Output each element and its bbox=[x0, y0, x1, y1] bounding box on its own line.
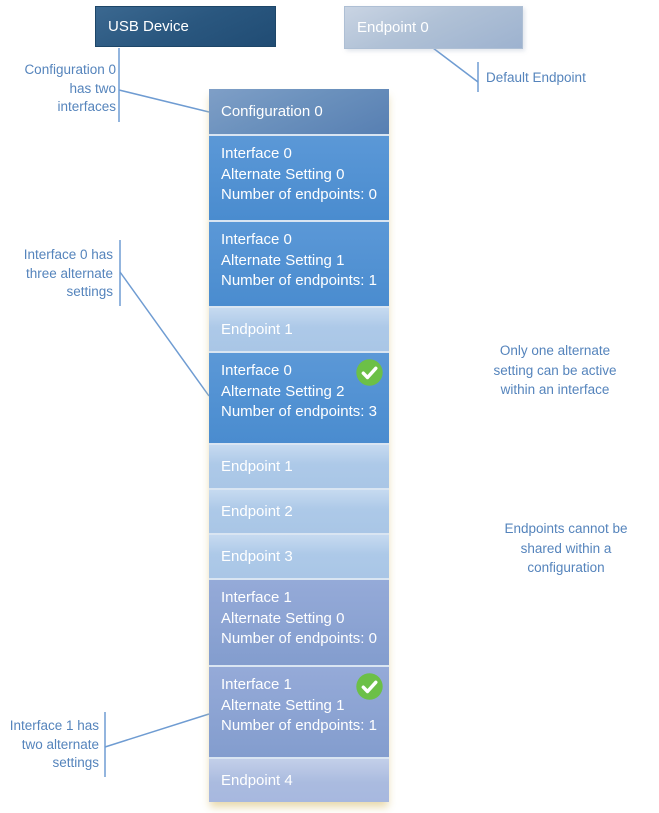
endpoint0-box: Endpoint 0 bbox=[344, 6, 523, 49]
interface0-alt2-text: Interface 0 Alternate Setting 2 Number o… bbox=[221, 362, 377, 420]
annotation-alternate-active: Only one alternate setting can be active… bbox=[493, 343, 617, 397]
annotation-interface0-alternates: Interface 0 has three alternate settings bbox=[23, 247, 113, 299]
interface0-alt1-text: Interface 0 Alternate Setting 1 Number o… bbox=[221, 231, 377, 289]
endpoint3-label: Endpoint 3 bbox=[221, 548, 293, 565]
endpoint2-block: Endpoint 2 bbox=[209, 490, 389, 533]
interface0-alt0-block: Interface 0 Alternate Setting 0 Number o… bbox=[209, 136, 389, 220]
annotation-interface1-alternates: Interface 1 has two alternate settings bbox=[9, 718, 99, 770]
endpoint1-alt2-block: Endpoint 1 bbox=[209, 445, 389, 488]
interface1-alt0-text: Interface 1 Alternate Setting 0 Number o… bbox=[221, 589, 377, 647]
endpoint0-label: Endpoint 0 bbox=[357, 19, 429, 36]
annotation-default-endpoint: Default Endpoint bbox=[486, 70, 586, 85]
endpoint1-alt2-label: Endpoint 1 bbox=[221, 458, 293, 475]
configuration0-header: Configuration 0 bbox=[209, 89, 389, 134]
interface0-alt1-block: Interface 0 Alternate Setting 1 Number o… bbox=[209, 222, 389, 306]
interface1-alt0-block: Interface 1 Alternate Setting 0 Number o… bbox=[209, 580, 389, 665]
interface1-alt1-block: Interface 1 Alternate Setting 1 Number o… bbox=[209, 667, 389, 757]
usb-device-box: USB Device bbox=[95, 6, 276, 47]
annotation-endpoints-shared: Endpoints cannot be shared within a conf… bbox=[504, 521, 628, 575]
interface0-alt2-block: Interface 0 Alternate Setting 2 Number o… bbox=[209, 353, 389, 443]
endpoint2-label: Endpoint 2 bbox=[221, 503, 293, 520]
configuration0-label: Configuration 0 bbox=[221, 103, 323, 120]
active-check-icon bbox=[356, 673, 383, 700]
annotation-config-interfaces: Configuration 0 has two interfaces bbox=[24, 62, 116, 114]
endpoint1-alt1-block: Endpoint 1 bbox=[209, 308, 389, 351]
endpoint4-label: Endpoint 4 bbox=[221, 772, 293, 789]
interface1-alt1-text: Interface 1 Alternate Setting 1 Number o… bbox=[221, 676, 377, 734]
endpoint1-alt1-label: Endpoint 1 bbox=[221, 321, 293, 338]
interface0-alt0-text: Interface 0 Alternate Setting 0 Number o… bbox=[221, 145, 377, 203]
usb-device-label: USB Device bbox=[108, 18, 189, 35]
endpoint3-block: Endpoint 3 bbox=[209, 535, 389, 578]
endpoint4-block: Endpoint 4 bbox=[209, 759, 389, 802]
configuration-stack: Configuration 0 Interface 0 Alternate Se… bbox=[209, 89, 389, 802]
active-check-icon bbox=[356, 359, 383, 386]
